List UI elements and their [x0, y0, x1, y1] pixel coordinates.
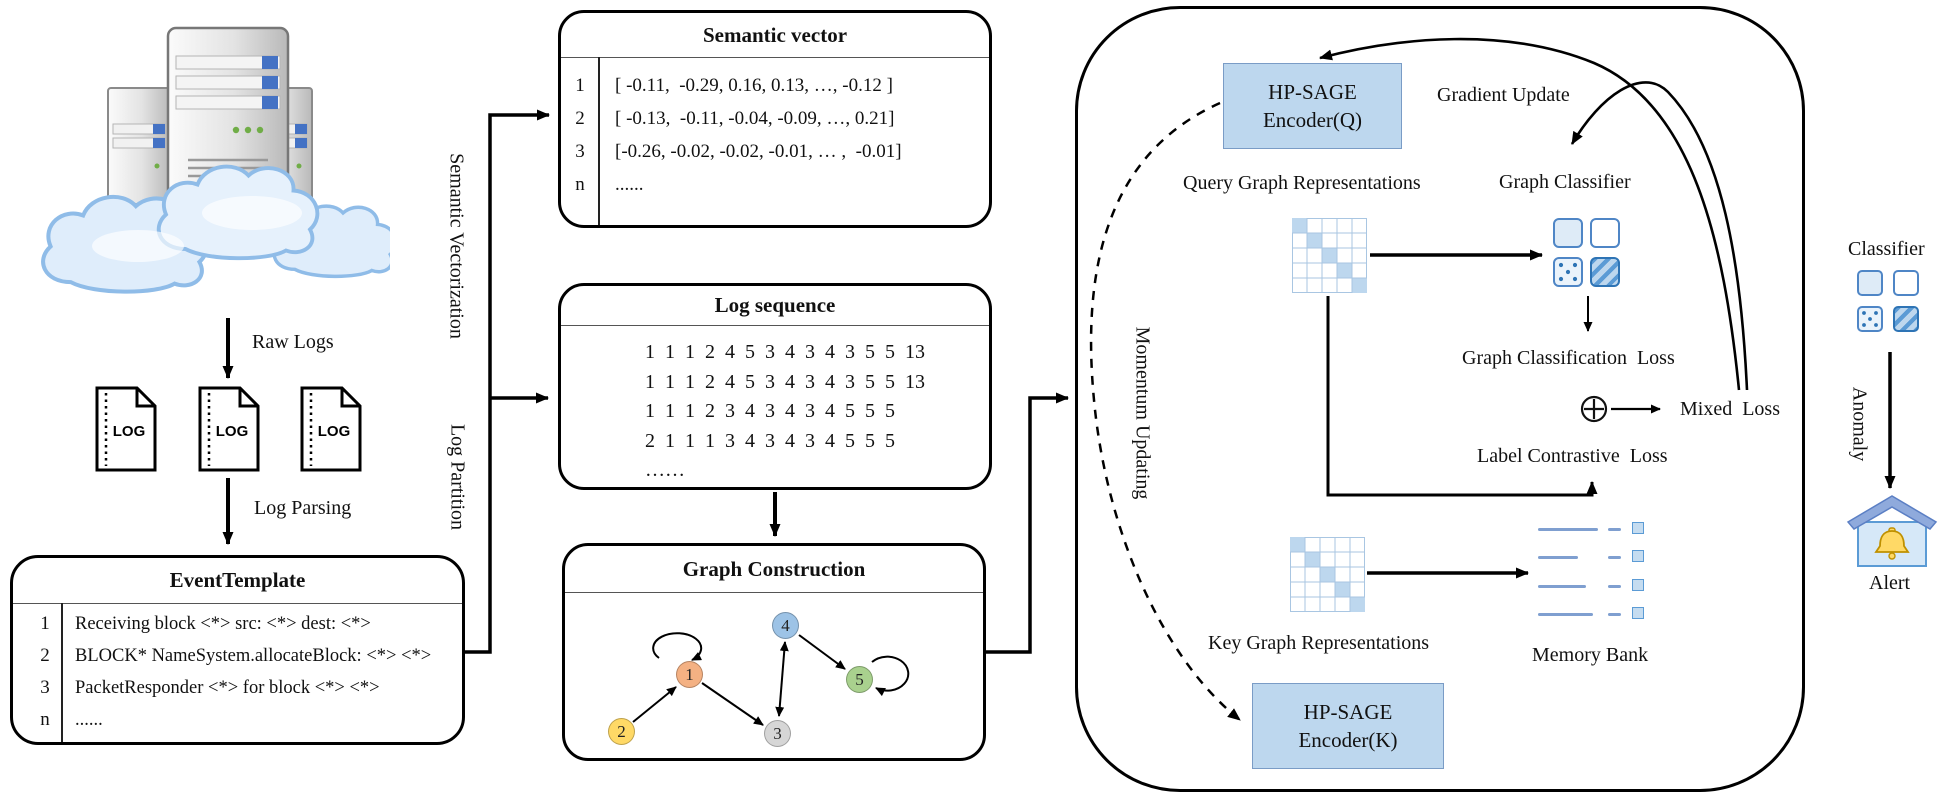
class-square-filled-icon — [1553, 218, 1583, 248]
log-sequence-row: 2 1 1 1 3 4 3 4 3 4 5 5 5 — [645, 429, 895, 452]
alert-house-icon — [1846, 495, 1938, 567]
log-sequence-row: 1 1 1 2 3 4 3 4 3 4 5 5 5 — [645, 400, 895, 423]
memory-bank-row — [1538, 550, 1658, 562]
clouds — [43, 164, 390, 292]
svg-text:LOG: LOG — [216, 423, 249, 440]
query-graph-representations-label: Query Graph Representations — [1183, 172, 1421, 194]
log-sequence-title: Log sequence — [561, 286, 989, 326]
bell-icon — [1874, 527, 1910, 560]
query-matrix-icon — [1292, 218, 1367, 298]
arrow-to-framework — [986, 392, 1069, 654]
memory-bank-row — [1538, 607, 1658, 619]
event-template-row: 1 Receiving block <*> src: <*> dest: <*> — [40, 613, 371, 634]
classifier-label: Classifier — [1848, 238, 1925, 260]
graph-node: 1 — [676, 661, 703, 688]
classifier-classes-icon — [1857, 270, 1919, 332]
semantic-vector-row: 3 [-0.26, -0.02, -0.02, -0.01, … , -0.01… — [575, 140, 902, 162]
event-template-row: 3 PacketResponder <*> for block <*> <*> — [40, 677, 380, 698]
log-sequence-row: 1 1 1 2 4 5 3 4 3 4 3 5 5 13 — [645, 370, 925, 393]
graph-node: 5 — [846, 666, 873, 693]
cloud-servers-icon — [30, 26, 390, 313]
graph-node: 4 — [772, 612, 799, 639]
memory-bank-icon — [1538, 520, 1658, 630]
graph-construction-title: Graph Construction — [565, 546, 983, 593]
semantic-vector-box: Semantic vector 1 [ -0.11, -0.29, 0.16, … — [558, 10, 992, 228]
log-sequence-box: Log sequence 1 1 1 2 4 5 3 4 3 4 3 5 5 1… — [558, 283, 992, 490]
plus-circle-icon — [1580, 395, 1608, 423]
graph-classifier-classes-icon — [1553, 218, 1620, 287]
log-sequence-row: 1 1 1 2 4 5 3 4 3 4 3 5 5 13 — [645, 341, 925, 364]
event-template-row: n ...... — [40, 709, 103, 730]
log-partition-label: Log Partition — [446, 423, 469, 531]
label-contrastive-loss-label: Label Contrastive Loss — [1477, 445, 1668, 467]
class-square-empty-icon — [1893, 270, 1919, 296]
graph-node: 3 — [764, 720, 791, 747]
log-sequence-row: …… — [645, 459, 685, 482]
memory-bank-row — [1538, 579, 1658, 591]
momentum-updating-label: Momentum Updating — [1131, 326, 1154, 500]
log-parsing-label: Log Parsing — [254, 497, 352, 519]
semantic-vector-row: n ...... — [575, 173, 644, 195]
class-square-hatched-icon — [1893, 306, 1919, 332]
memory-bank-label: Memory Bank — [1532, 644, 1649, 666]
anomaly-label: Anomaly — [1848, 386, 1871, 462]
class-square-filled-icon — [1857, 270, 1883, 296]
graph-classifier-label: Graph Classifier — [1499, 171, 1631, 193]
hp-sage-encoder-q-box: HP-SAGE Encoder(Q) — [1223, 63, 1402, 149]
semantic-vector-title: Semantic vector — [561, 13, 989, 58]
hp-sage-encoder-k-box: HP-SAGE Encoder(K) — [1252, 683, 1444, 769]
svg-text:LOG: LOG — [318, 423, 351, 440]
semantic-vectorization-label: Semantic Vectorization — [445, 153, 468, 339]
graph-node: 2 — [608, 718, 635, 745]
semantic-vector-row: 1 [ -0.11, -0.29, 0.16, 0.13, …, -0.12 ] — [575, 74, 893, 96]
log-file-icon: LOG — [95, 386, 157, 472]
class-square-dotted-icon — [1553, 257, 1583, 287]
gradient-update-label: Gradient Update — [1437, 84, 1570, 106]
memory-bank-row — [1538, 522, 1658, 534]
log-file-icon: LOG — [300, 386, 362, 472]
event-template-box: EventTemplate 1 Receiving block <*> src:… — [10, 555, 465, 745]
class-square-empty-icon — [1590, 218, 1620, 248]
log-file-icon: LOG — [198, 386, 260, 472]
svg-text:LOG: LOG — [113, 423, 146, 440]
key-graph-representations-label: Key Graph Representations — [1208, 632, 1430, 654]
class-square-dotted-icon — [1857, 306, 1883, 332]
graph-classification-loss-label: Graph Classification Loss — [1462, 347, 1675, 369]
arrow-semantic-vectorization — [465, 109, 550, 654]
mixed-loss-label: Mixed Loss — [1680, 398, 1780, 420]
raw-logs-label: Raw Logs — [252, 331, 334, 353]
semantic-vector-row: 2 [ -0.13, -0.11, -0.04, -0.09, …, 0.21] — [575, 107, 895, 129]
class-square-hatched-icon — [1590, 257, 1620, 287]
alert-label: Alert — [1869, 572, 1911, 594]
event-template-title: EventTemplate — [13, 558, 462, 604]
key-matrix-icon — [1290, 537, 1365, 617]
event-template-row: 2 BLOCK* NameSystem.allocateBlock: <*> <… — [40, 645, 432, 666]
